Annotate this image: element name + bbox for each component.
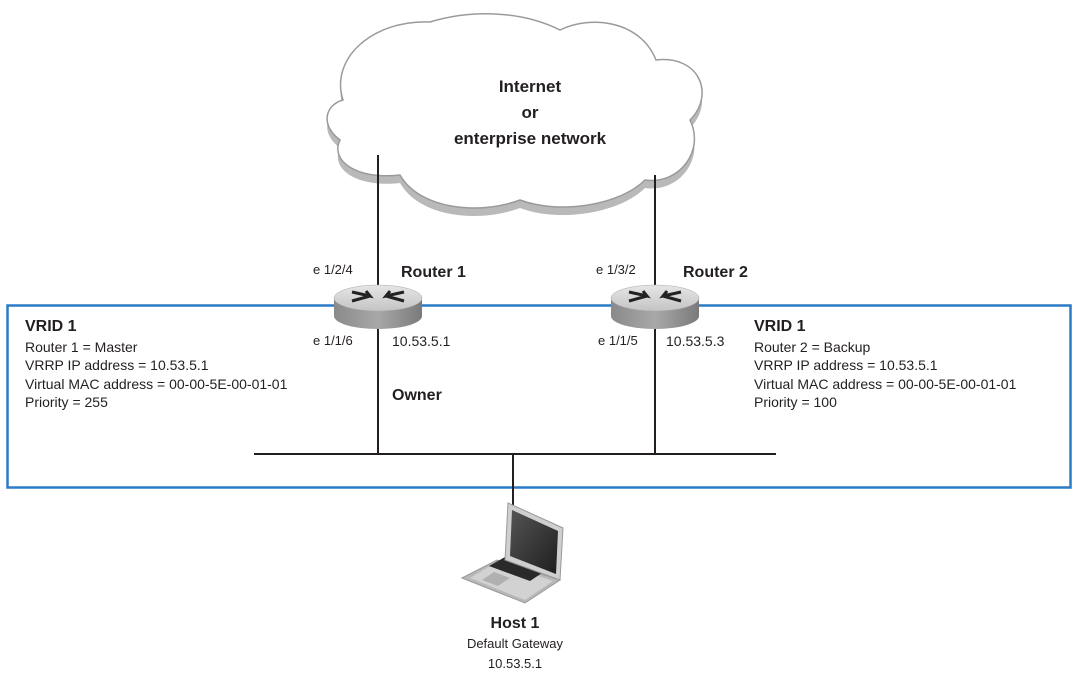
- router1-icon: [333, 284, 423, 329]
- router1-owner-label: Owner: [392, 387, 442, 404]
- host-name: Host 1: [490, 615, 540, 632]
- cloud-label-line: or: [521, 103, 539, 122]
- vrid-left-line: Priority = 255: [25, 394, 108, 410]
- vrid-left-line: Virtual MAC address = 00-00-5E-00-01-01: [25, 375, 288, 392]
- cloud-icon: [326, 13, 703, 216]
- vrid-right-line: Router 2 = Backup: [754, 338, 871, 355]
- cloud-label: Internet or enterprise network: [400, 74, 660, 152]
- vrid-right-line: Priority = 100: [754, 394, 837, 410]
- router2-ip: 10.53.5.3: [666, 333, 725, 349]
- vrid-right-title: VRID 1: [754, 318, 806, 335]
- cloud-label-line: enterprise network: [453, 129, 607, 148]
- vrid-left-info: VRID 1 Router 1 = Master VRRP IP address…: [25, 318, 287, 412]
- router1-name: Router 1: [401, 264, 466, 281]
- host-gateway-ip: 10.53.5.1: [487, 656, 543, 671]
- host-gateway-label: Default Gateway: [466, 636, 564, 651]
- vrid-right-info: VRID 1 Router 2 = Backup VRRP IP address…: [754, 318, 1016, 412]
- cloud-label-line: Internet: [498, 77, 562, 96]
- router2-name: Router 2: [683, 264, 748, 281]
- host-label: Host 1 Default Gateway 10.53.5.1: [420, 614, 610, 674]
- vrid-left-line: Router 1 = Master: [25, 338, 138, 355]
- vrid-left-title: VRID 1: [25, 318, 77, 335]
- vrid-right-line: Virtual MAC address = 00-00-5E-00-01-01: [754, 375, 1017, 392]
- router2-downlink-port: e 1/1/5: [598, 333, 638, 348]
- router1-ip: 10.53.5.1: [392, 333, 451, 349]
- laptop-icon: [460, 502, 564, 604]
- vrid-right-line: VRRP IP address = 10.53.5.1: [754, 357, 938, 373]
- router1-downlink-port: e 1/1/6: [313, 333, 353, 348]
- router2-uplink-port: e 1/3/2: [596, 262, 636, 277]
- router2-icon: [610, 284, 700, 329]
- router1-uplink-port: e 1/2/4: [313, 262, 353, 277]
- vrrp-group-box: [6, 304, 1072, 489]
- vrid-left-line: VRRP IP address = 10.53.5.1: [25, 357, 209, 373]
